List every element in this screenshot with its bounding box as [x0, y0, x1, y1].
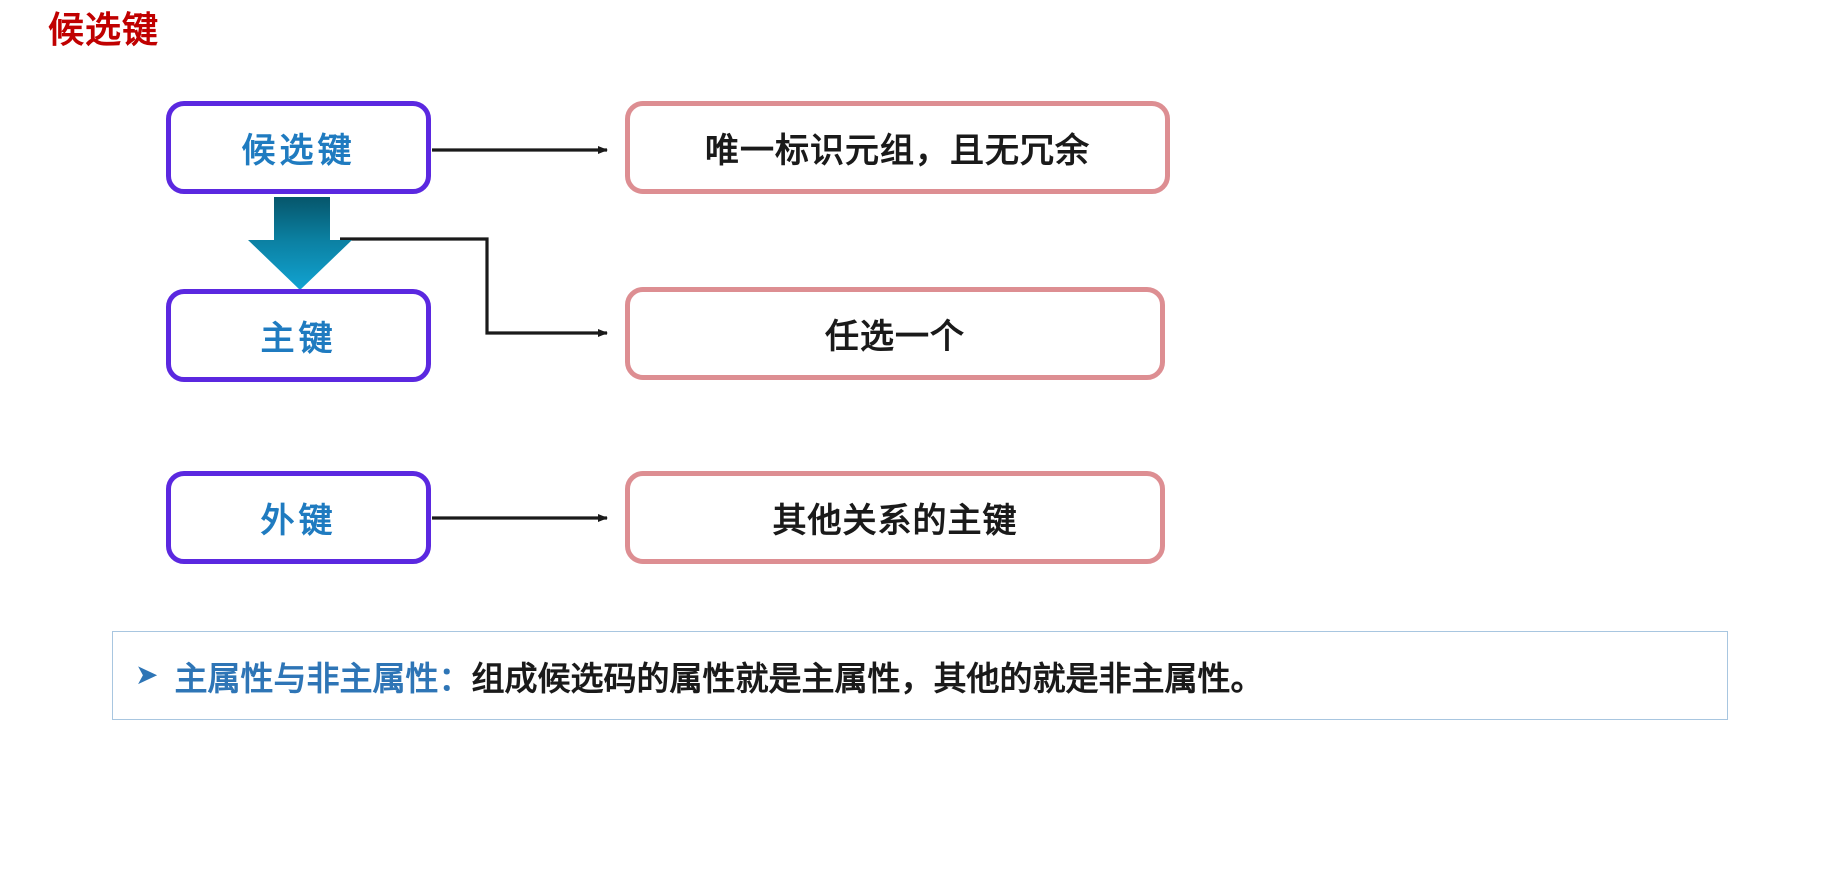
node-primary-key[interactable]: 主键 — [166, 289, 431, 382]
bullet-arrow-icon: ➤ — [135, 657, 159, 691]
desc-other-relation-primary-key-label: 其他关系的主键 — [772, 501, 1018, 541]
node-foreign-key-label: 外键 — [260, 501, 337, 541]
down-arrow-icon — [248, 197, 352, 290]
node-primary-key-label: 主键 — [260, 319, 337, 359]
desc-choose-one[interactable]: 任选一个 — [625, 287, 1165, 380]
node-candidate-key-label: 候选键 — [241, 131, 356, 171]
page-title: 候选键 — [48, 10, 160, 51]
desc-other-relation-primary-key[interactable]: 其他关系的主键 — [625, 471, 1165, 564]
desc-unique-identify-tuple-label: 唯一标识元组，且无冗余 — [705, 131, 1090, 171]
node-foreign-key[interactable]: 外键 — [166, 471, 431, 564]
node-candidate-key[interactable]: 候选键 — [166, 101, 431, 194]
note-box: ➤ 主属性与非主属性： 组成候选码的属性就是主属性，其他的就是非主属性。 — [112, 631, 1728, 720]
note-definition-text: 组成候选码的属性就是主属性，其他的就是非主属性。 — [471, 658, 1264, 698]
desc-choose-one-label: 任选一个 — [825, 317, 965, 357]
desc-unique-identify-tuple[interactable]: 唯一标识元组，且无冗余 — [625, 101, 1170, 194]
note-term-label: 主属性与非主属性： — [174, 658, 472, 698]
